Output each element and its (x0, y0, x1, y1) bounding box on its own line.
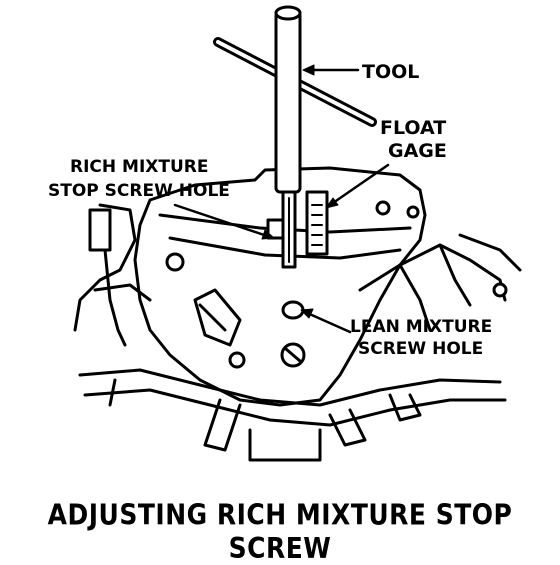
label-lean-1: LEAN MIXTURE (350, 317, 492, 337)
left-linkage (73, 203, 137, 332)
tool-shaft (274, 10, 302, 194)
choke-plate (193, 288, 242, 347)
carburetor-diagram: TOOL FLOAT GAGE RICH MIXTURE STOP SCREW … (48, 5, 522, 462)
label-float: FLOAT (380, 117, 446, 139)
lean-hole-leader (303, 310, 352, 334)
label-gage: GAGE (388, 140, 447, 162)
label-rich-1: RICH MIXTURE (70, 157, 209, 177)
label-tool: TOOL (362, 61, 419, 83)
left-linkage-block (88, 208, 112, 252)
top-cover-edge-2 (168, 236, 402, 260)
rich-hole-leader (173, 203, 272, 239)
base-flange (78, 368, 502, 407)
figure-caption: ADJUSTING RICH MIXTURE STOP SCREW (47, 498, 513, 565)
label-lean-2: SCREW HOLE (358, 339, 483, 359)
label-rich-2: STOP SCREW HOLE (48, 181, 230, 201)
float-gage (305, 190, 329, 256)
float-gage-leader (328, 163, 390, 207)
lean-mixture-screw-hole (281, 300, 305, 320)
carburetor-body (133, 166, 427, 407)
